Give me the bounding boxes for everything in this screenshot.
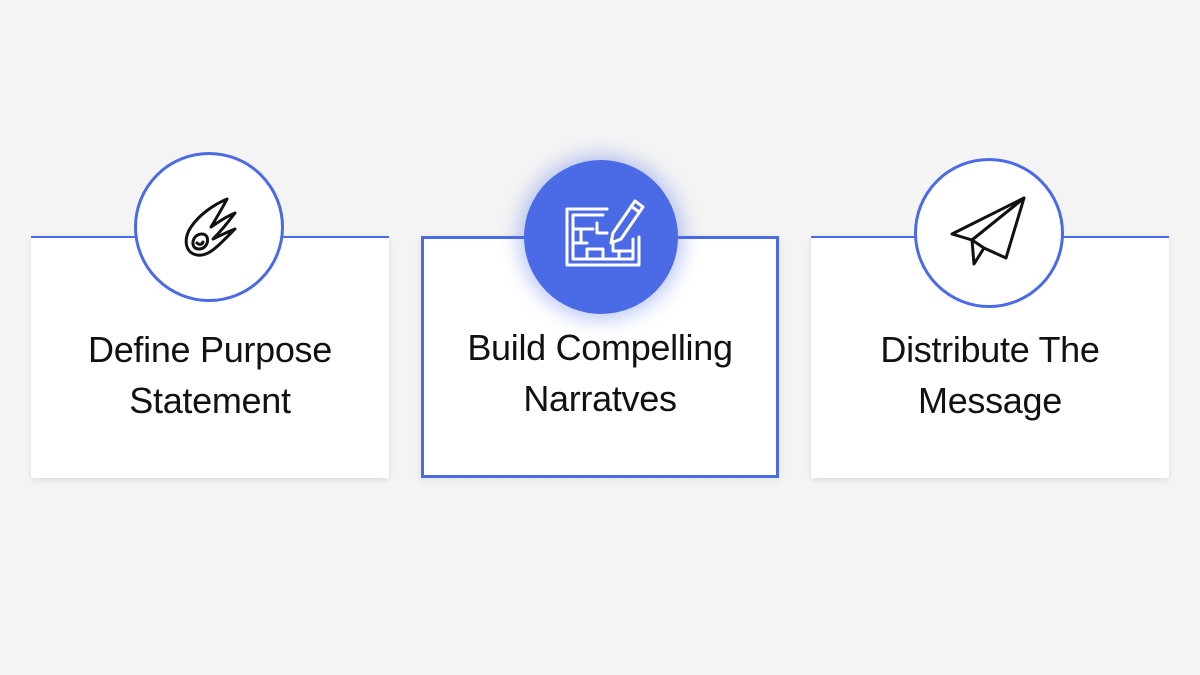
- blueprint-pencil-icon: [565, 199, 645, 267]
- comet-icon: [184, 197, 237, 257]
- step-title-line1: Define Purpose: [88, 329, 332, 370]
- step-title-line2: Statement: [129, 380, 291, 421]
- step-title: Define Purpose Statement: [31, 324, 389, 426]
- step-title-line2: Narratves: [523, 378, 677, 419]
- step-title: Build Compelling Narratves: [424, 322, 776, 424]
- step-title: Distribute The Message: [811, 324, 1169, 426]
- paper-plane-icon: [950, 196, 1026, 266]
- step-title-line2: Message: [918, 380, 1062, 421]
- step-title-line1: Build Compelling: [467, 327, 733, 368]
- step-icon-badge: [914, 158, 1064, 308]
- step-title-line1: Distribute The: [880, 329, 1100, 370]
- step-icon-badge: [134, 152, 284, 302]
- step-icon-badge-active: [524, 160, 678, 314]
